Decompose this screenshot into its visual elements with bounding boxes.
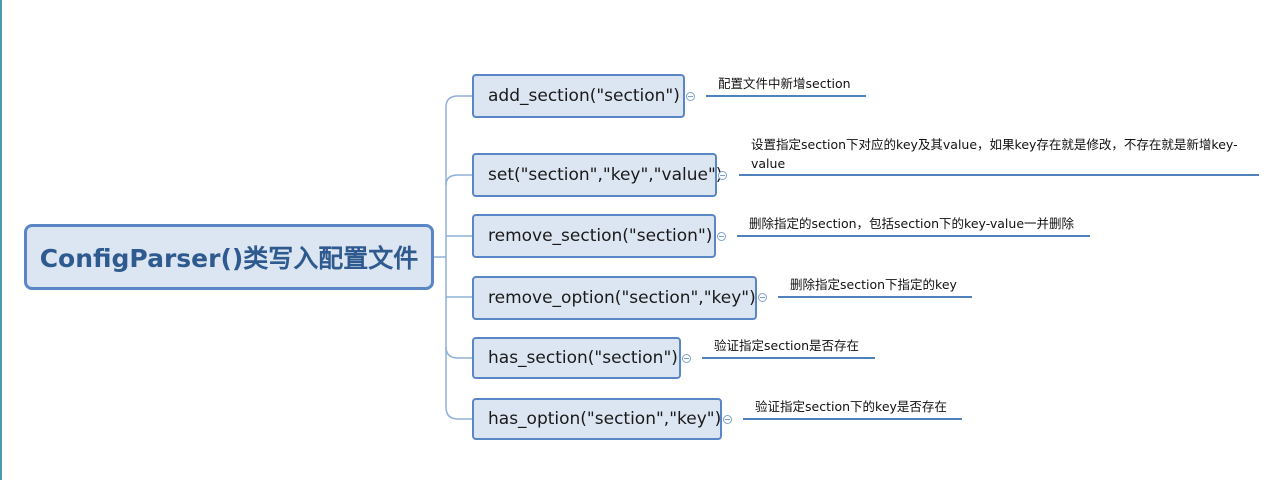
collapse-toggle-icon[interactable] xyxy=(723,415,732,424)
branch-label: has_section("section") xyxy=(488,348,678,368)
collapse-toggle-icon[interactable] xyxy=(718,171,727,180)
left-border xyxy=(0,0,2,480)
branch-connector-2 xyxy=(445,174,472,186)
branch-label: remove_option("section","key") xyxy=(488,288,756,308)
branch-connector-5 xyxy=(445,346,472,359)
branch-note: 配置文件中新增section xyxy=(718,76,851,91)
collapse-toggle-icon[interactable] xyxy=(717,232,726,241)
branch-label: has_option("section","key") xyxy=(488,409,722,429)
note-underline xyxy=(737,235,1090,237)
branch-node-add-section[interactable]: add_section("section") xyxy=(472,74,685,118)
branch-node-has-option[interactable]: has_option("section","key") xyxy=(472,398,722,440)
branch-note: 验证指定section下的key是否存在 xyxy=(755,399,947,414)
branch-label: set("section","key","value") xyxy=(488,165,723,185)
collapse-toggle-icon[interactable] xyxy=(758,293,767,302)
collapse-toggle-icon[interactable] xyxy=(682,354,691,363)
note-underline xyxy=(706,95,866,97)
branch-note: 设置指定section下对应的key及其value，如果key存在就是修改，不存… xyxy=(751,137,1238,171)
branch-note: 验证指定section是否存在 xyxy=(714,338,860,353)
note-underline xyxy=(739,174,1259,176)
branch-connector-1 xyxy=(445,95,472,108)
branch-node-remove-option[interactable]: remove_option("section","key") xyxy=(472,276,757,320)
root-topic[interactable]: ConfigParser()类写入配置文件 xyxy=(24,224,434,290)
branch-connector-6 xyxy=(445,406,472,420)
branch-note: 删除指定section下指定的key xyxy=(790,277,957,292)
branch-node-remove-section[interactable]: remove_section("section") xyxy=(472,214,716,258)
branch-node-has-section[interactable]: has_section("section") xyxy=(472,337,681,379)
note-underline xyxy=(743,418,962,420)
branch-note: 删除指定的section，包括section下的key-value一并删除 xyxy=(749,216,1075,231)
branch-label: remove_section("section") xyxy=(488,226,713,246)
branch-label: add_section("section") xyxy=(488,86,680,106)
collapse-toggle-icon[interactable] xyxy=(686,92,695,101)
root-topic-label: ConfigParser()类写入配置文件 xyxy=(39,244,419,273)
note-underline xyxy=(702,357,875,359)
note-underline xyxy=(778,296,972,298)
branch-node-set[interactable]: set("section","key","value") xyxy=(472,153,722,197)
